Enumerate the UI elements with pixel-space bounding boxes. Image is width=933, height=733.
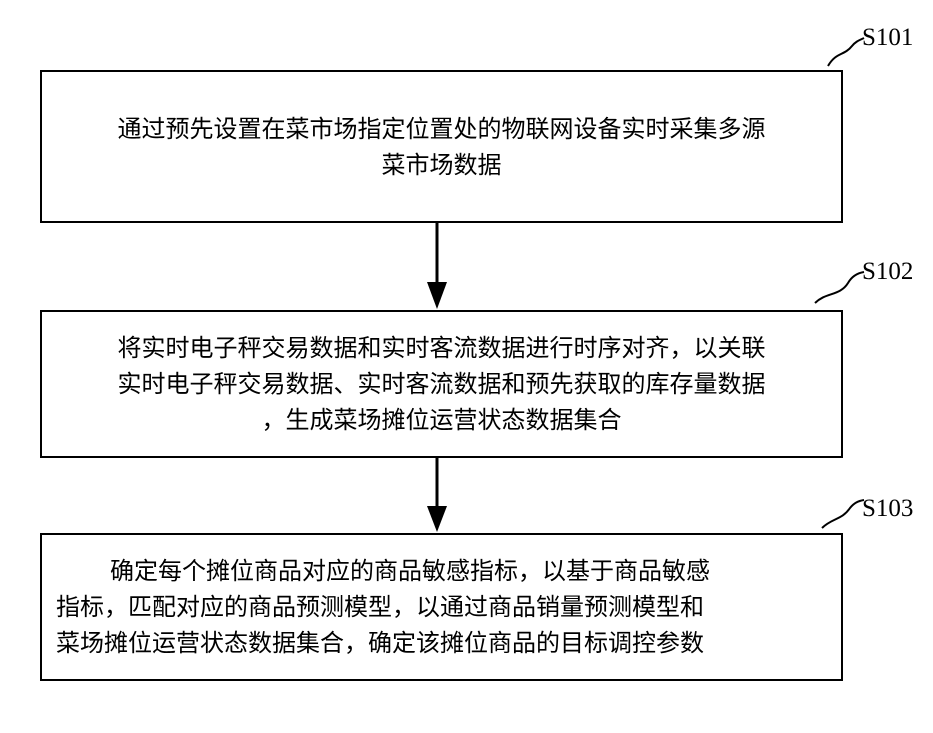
box-text-line: 将实时电子秤交易数据和实时客流数据进行时序对齐，以关联 <box>118 330 766 366</box>
box-text-line: 指标，匹配对应的商品预测模型，以通过商品销量预测模型和 <box>56 589 704 625</box>
process-box-s103: 确定每个摊位商品对应的商品敏感指标，以基于商品敏感 指标，匹配对应的商品预测模型… <box>40 533 843 681</box>
box-text-line: 菜场摊位运营状态数据集合，确定该摊位商品的目标调控参数 <box>56 625 704 661</box>
box-text-line: 通过预先设置在菜市场指定位置处的物联网设备实时采集多源 <box>118 111 766 147</box>
box-text-line: 菜市场数据 <box>382 147 502 183</box>
leader-curve-s101 <box>828 38 864 66</box>
process-box-s101: 通过预先设置在菜市场指定位置处的物联网设备实时采集多源 菜市场数据 <box>40 70 843 223</box>
process-box-s102: 将实时电子秤交易数据和实时客流数据进行时序对齐，以关联 实时电子秤交易数据、实时… <box>40 310 843 458</box>
arrow-s102-to-s103 <box>427 458 447 532</box>
step-label-s102: S102 <box>862 258 913 286</box>
step-label-s101: S101 <box>862 24 913 52</box>
arrow-s101-to-s102 <box>427 223 447 309</box>
step-label-s103: S103 <box>862 495 913 523</box>
box-text-line: 确定每个摊位商品对应的商品敏感指标，以基于商品敏感 <box>56 553 710 589</box>
leader-curve-s103 <box>822 500 864 528</box>
box-text-line: ，生成菜场摊位运营状态数据集合 <box>262 402 622 438</box>
leader-curve-s102 <box>815 272 864 303</box>
box-text-line: 实时电子秤交易数据、实时客流数据和预先获取的库存量数据 <box>118 366 766 402</box>
